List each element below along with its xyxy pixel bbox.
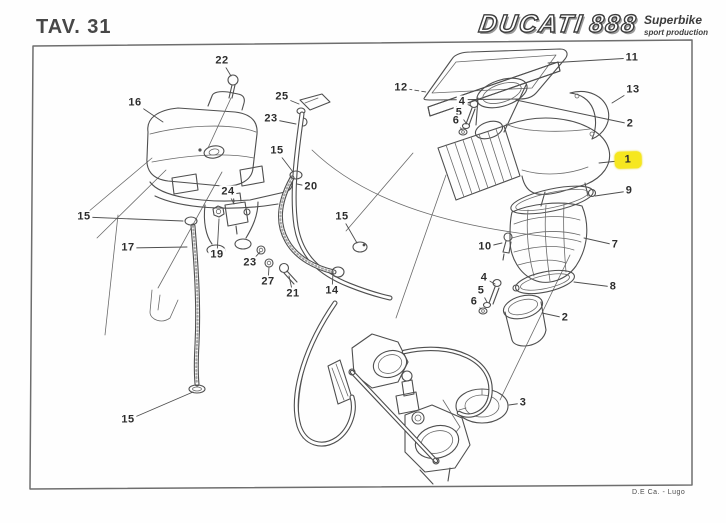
leader-line-5 <box>458 112 467 124</box>
leader-line-23 <box>270 118 297 125</box>
retainer-strap <box>569 91 610 140</box>
leader-line-13 <box>611 89 634 104</box>
brand-logo: DUCATI888 Superbike sport production <box>476 9 708 38</box>
cap-bolt <box>207 74 239 149</box>
plate-title: TAV. 31 <box>36 16 112 38</box>
leader-line-12 <box>400 87 427 93</box>
leader-line-9 <box>594 190 630 197</box>
filter-lid <box>423 48 568 117</box>
leader-line-3 <box>508 402 524 406</box>
logo-subtitle-2: sport production <box>644 28 708 37</box>
leader-line-15 <box>276 150 294 173</box>
leader-line-8 <box>573 281 614 288</box>
leader-line-6 <box>473 301 482 310</box>
leader-line-11 <box>547 57 633 64</box>
clamp-lower <box>512 269 575 295</box>
intake-stub <box>502 294 547 347</box>
leader-line-19 <box>216 218 220 256</box>
leader-line-6 <box>455 120 463 131</box>
logo-subtitle-block: Superbike sport production <box>644 11 708 37</box>
intake-horn <box>474 77 528 140</box>
clamp-ring <box>455 388 509 424</box>
coolant-hoses <box>184 107 393 394</box>
leader-line-10 <box>484 242 503 248</box>
hardware-mid <box>478 278 502 315</box>
motorcycle-frame-lines <box>87 157 223 336</box>
leader-line-5 <box>480 290 488 303</box>
guide-lines <box>345 152 571 447</box>
clamp-upper <box>510 185 597 215</box>
leader-line-15 <box>83 216 184 222</box>
leader-line-25 <box>281 96 300 105</box>
leader-lines <box>83 57 634 421</box>
leader-line-22 <box>221 60 232 77</box>
tank-bracket <box>149 165 293 256</box>
leader-line-2 <box>515 99 631 125</box>
frame-border <box>29 39 693 490</box>
throttle-bodies <box>293 300 493 485</box>
intake-duct <box>509 202 588 283</box>
leader-line-27 <box>267 266 270 283</box>
leader-line-15 <box>127 391 194 421</box>
hardware-top <box>458 99 479 136</box>
leader-line-17 <box>127 246 188 249</box>
leader-line-21 <box>288 275 294 295</box>
leader-line-2 <box>541 312 566 319</box>
drawing-credit: D.E Ca. - Lugo <box>632 489 686 496</box>
leader-line-23 <box>249 251 261 264</box>
leader-line-1 <box>598 159 629 164</box>
logo-subtitle: Superbike <box>644 13 703 27</box>
leader-line-7 <box>583 237 616 246</box>
sensor <box>502 232 513 261</box>
leader-line-20 <box>296 183 312 188</box>
